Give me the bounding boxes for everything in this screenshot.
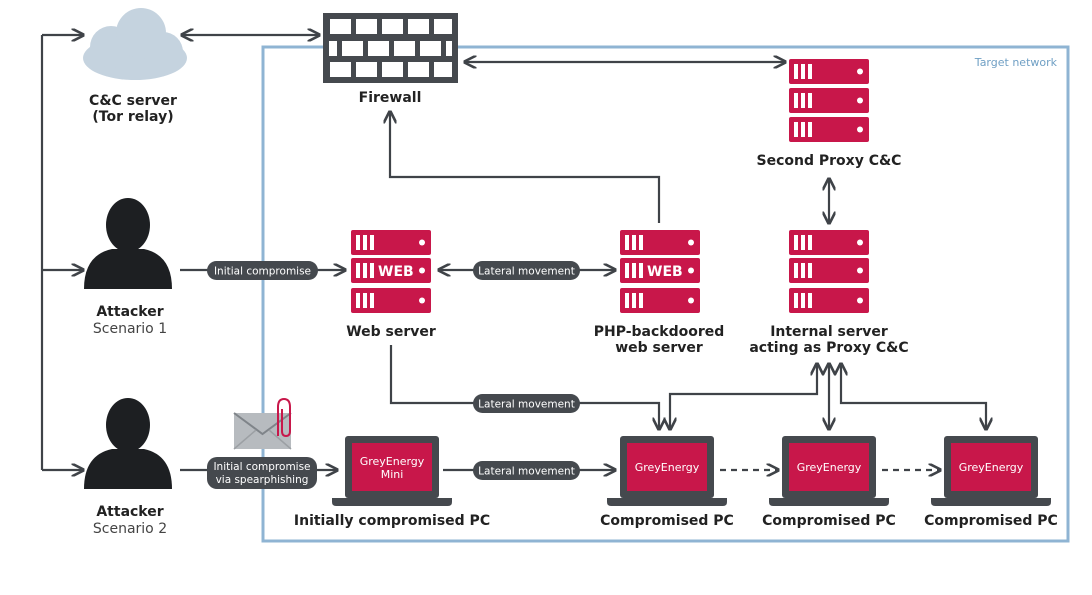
attacker2-subtitle: Scenario 2 xyxy=(93,521,167,537)
web-server-icon: WEB xyxy=(351,230,431,313)
svg-text:GreyEnergy: GreyEnergy xyxy=(797,461,862,474)
email-envelope-icon xyxy=(233,397,292,450)
attacker2-title: Attacker xyxy=(96,504,163,520)
svg-text:GreyEnergy: GreyEnergy xyxy=(959,461,1024,474)
php-web-server-icon: WEB xyxy=(620,230,700,313)
svg-text:Initial compromise: Initial compromise xyxy=(213,461,310,473)
web-pc-lateral-arrow xyxy=(389,345,659,428)
target-network-boundary xyxy=(261,45,1070,543)
attacker1-icon xyxy=(84,198,172,289)
svg-text:Initial compromise: Initial compromise xyxy=(214,266,311,278)
internal-server-label: Internal server xyxy=(770,324,888,340)
web-server-label: Web server xyxy=(346,324,436,340)
svg-text:via spearphishing: via spearphishing xyxy=(216,474,309,486)
pc4-internal-arrow xyxy=(841,365,986,428)
svg-text:Lateral movement: Lateral movement xyxy=(478,266,575,278)
pc3-label: Compromised PC xyxy=(762,513,896,529)
internal-server-sublabel: acting as Proxy C&C xyxy=(749,340,908,356)
initial-pc-laptop-icon: GreyEnergy Mini xyxy=(332,436,452,506)
second-proxy-server-icon xyxy=(789,59,869,142)
php-firewall-arrow xyxy=(390,113,661,223)
svg-text:WEB: WEB xyxy=(378,264,414,280)
attacker1-title: Attacker xyxy=(96,304,163,320)
lateral-movement-pill-web: Lateral movement xyxy=(473,261,580,280)
firewall-label: Firewall xyxy=(359,90,422,106)
php-server-label: PHP-backdoored xyxy=(594,324,725,340)
initial-compromise-pill: Initial compromise xyxy=(207,261,318,280)
target-network-label: Target network xyxy=(974,56,1058,69)
initial-pc-label: Initially compromised PC xyxy=(294,513,490,529)
attacker2-icon xyxy=(84,398,172,489)
svg-text:Lateral movement: Lateral movement xyxy=(478,466,575,478)
lateral-movement-pill-down: Lateral movement xyxy=(473,394,580,413)
svg-text:GreyEnergy: GreyEnergy xyxy=(360,455,425,468)
cloud-icon xyxy=(83,8,187,80)
php-server-sublabel: web server xyxy=(615,340,703,356)
pc2-label: Compromised PC xyxy=(600,513,734,529)
lateral-movement-pill-pc: Lateral movement xyxy=(473,461,580,480)
cc-server-sublabel: (Tor relay) xyxy=(92,109,173,125)
attacker1-subtitle: Scenario 1 xyxy=(93,321,167,337)
pc3-laptop-icon: GreyEnergy xyxy=(769,436,889,506)
firewall-icon xyxy=(323,13,458,83)
svg-text:Mini: Mini xyxy=(381,468,404,481)
pc4-label: Compromised PC xyxy=(924,513,1058,529)
spearphishing-pill: Initial compromise via spearphishing xyxy=(207,457,317,489)
cc-server-label: C&C server xyxy=(89,93,177,109)
svg-text:WEB: WEB xyxy=(647,264,683,280)
pc4-laptop-icon: GreyEnergy xyxy=(931,436,1051,506)
pc2-laptop-icon: GreyEnergy xyxy=(607,436,727,506)
svg-text:Lateral movement: Lateral movement xyxy=(478,399,575,411)
pc2-internal-arrow xyxy=(670,365,817,428)
second-proxy-label: Second Proxy C&C xyxy=(757,153,902,169)
internal-server-icon xyxy=(789,230,869,313)
svg-text:GreyEnergy: GreyEnergy xyxy=(635,461,700,474)
